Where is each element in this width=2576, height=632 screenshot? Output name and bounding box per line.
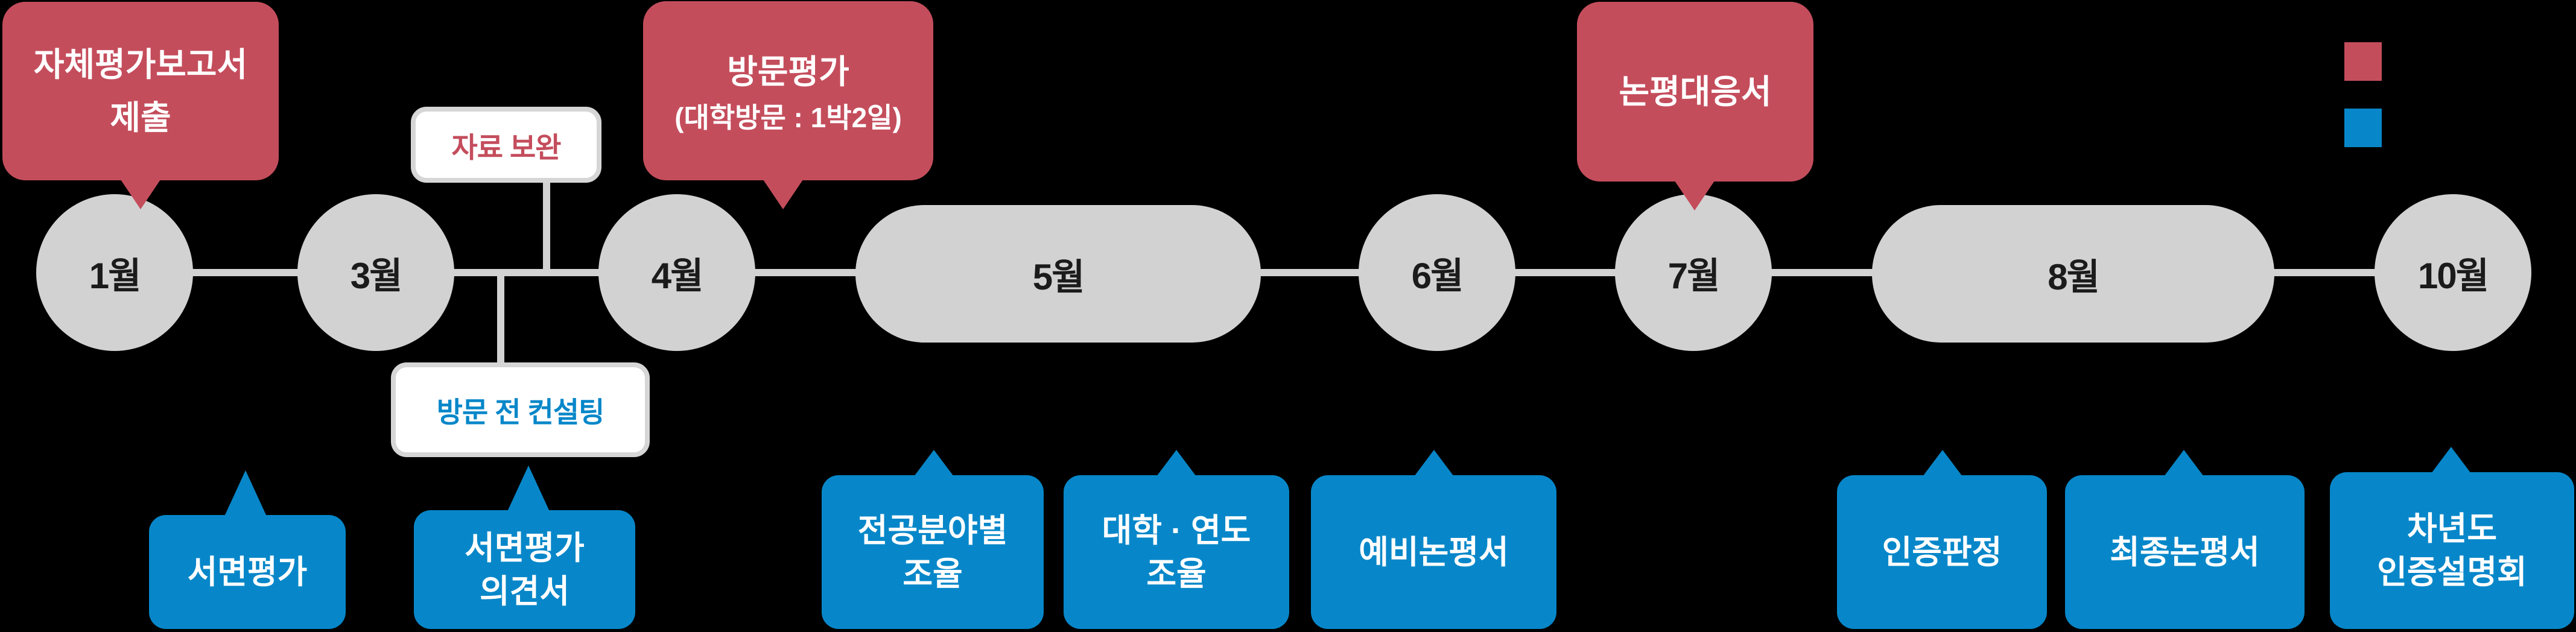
callout-line: 자체평가보고서 (33, 46, 248, 83)
legend-blue-swatch (2344, 109, 2382, 147)
month-node-aug: 8월 (1872, 205, 2274, 343)
callout-tail-down (762, 178, 804, 209)
callout-tail-down (1673, 179, 1716, 210)
callout-major-field-coordination: 전공분야별 조율 (822, 450, 1044, 629)
callout-subline: (대학방문 : 1박2일) (674, 101, 902, 133)
callout-tail-up (2431, 447, 2471, 473)
callout-tail-up (224, 470, 267, 516)
note-pre-visit-consulting: 방문 전 컨설팅 (391, 362, 650, 457)
callout-line: 제출 (110, 99, 171, 136)
month-label: 1월 (89, 255, 142, 296)
month-label: 6월 (1411, 255, 1464, 296)
month-node-oct: 10월 (2375, 194, 2531, 351)
callout-preliminary-commentary: 예비논평서 (1311, 450, 1556, 629)
callout-line: 서면평가 (465, 529, 585, 566)
callout-line: 인증판정 (1882, 534, 2002, 570)
callout-line: 방문평가 (727, 52, 849, 90)
callout-next-year-briefing: 차년도 인증설명회 (2330, 447, 2574, 629)
callout-line: 차년도 (2406, 511, 2498, 547)
callout-tail-up (1156, 450, 1196, 476)
callout-tail-up (1923, 450, 1962, 476)
callout-university-year-coordination: 대학 · 연도 조율 (1064, 450, 1289, 629)
callout-line: 예비논평서 (1359, 534, 1509, 570)
month-label: 3월 (350, 255, 403, 296)
callout-document-evaluation: 서면평가 (149, 470, 346, 629)
callout-line: 조율 (1146, 555, 1207, 592)
callout-tail-up (2164, 450, 2204, 476)
callout-tail-down (119, 178, 162, 209)
callout-line: 전공분야별 (857, 512, 1008, 549)
connector-data-supplement-line (543, 181, 550, 273)
month-label: 8월 (2048, 256, 2100, 297)
callout-line: 조율 (903, 555, 963, 592)
month-node-jun: 6월 (1359, 194, 1515, 351)
note-label: 자료 보완 (451, 131, 561, 163)
callout-self-evaluation-report: 자체평가보고서 제출 (2, 2, 279, 209)
note-data-supplement: 자료 보완 (411, 107, 601, 183)
callout-tail-up (914, 450, 954, 476)
note-label: 방문 전 컨설팅 (436, 396, 605, 428)
month-node-apr: 4월 (598, 194, 755, 351)
callout-commentary-response: 논평대응서 (1577, 2, 1813, 210)
month-label: 5월 (1032, 256, 1085, 297)
month-label: 10월 (2418, 255, 2489, 296)
month-node-mar: 3월 (297, 194, 454, 351)
callout-document-evaluation-opinion: 서면평가 의견서 (414, 466, 635, 629)
callout-line: 논평대응서 (1619, 73, 1772, 110)
month-node-jan: 1월 (36, 194, 193, 351)
callout-final-commentary: 최종논평서 (2065, 450, 2305, 629)
callout-accreditation-decision: 인증판정 (1837, 450, 2047, 629)
callout-line: 인증설명회 (2377, 554, 2527, 590)
callout-line: 최종논평서 (2110, 534, 2260, 570)
callout-tail-up (507, 466, 550, 511)
callout-tail-up (1414, 450, 1454, 476)
month-node-jul: 7월 (1615, 194, 1772, 351)
callout-line: 의견서 (479, 573, 570, 610)
connector-pre-visit-consulting-line (497, 273, 504, 363)
callout-line: 서면평가 (187, 554, 308, 590)
callout-visit-evaluation: 방문평가 (대학방문 : 1박2일) (643, 1, 933, 209)
month-label: 7월 (1667, 255, 1721, 296)
month-label: 4월 (651, 255, 704, 296)
month-node-may: 5월 (855, 205, 1261, 343)
legend-red-swatch (2344, 42, 2382, 81)
callout-line: 대학 · 연도 (1102, 512, 1251, 549)
